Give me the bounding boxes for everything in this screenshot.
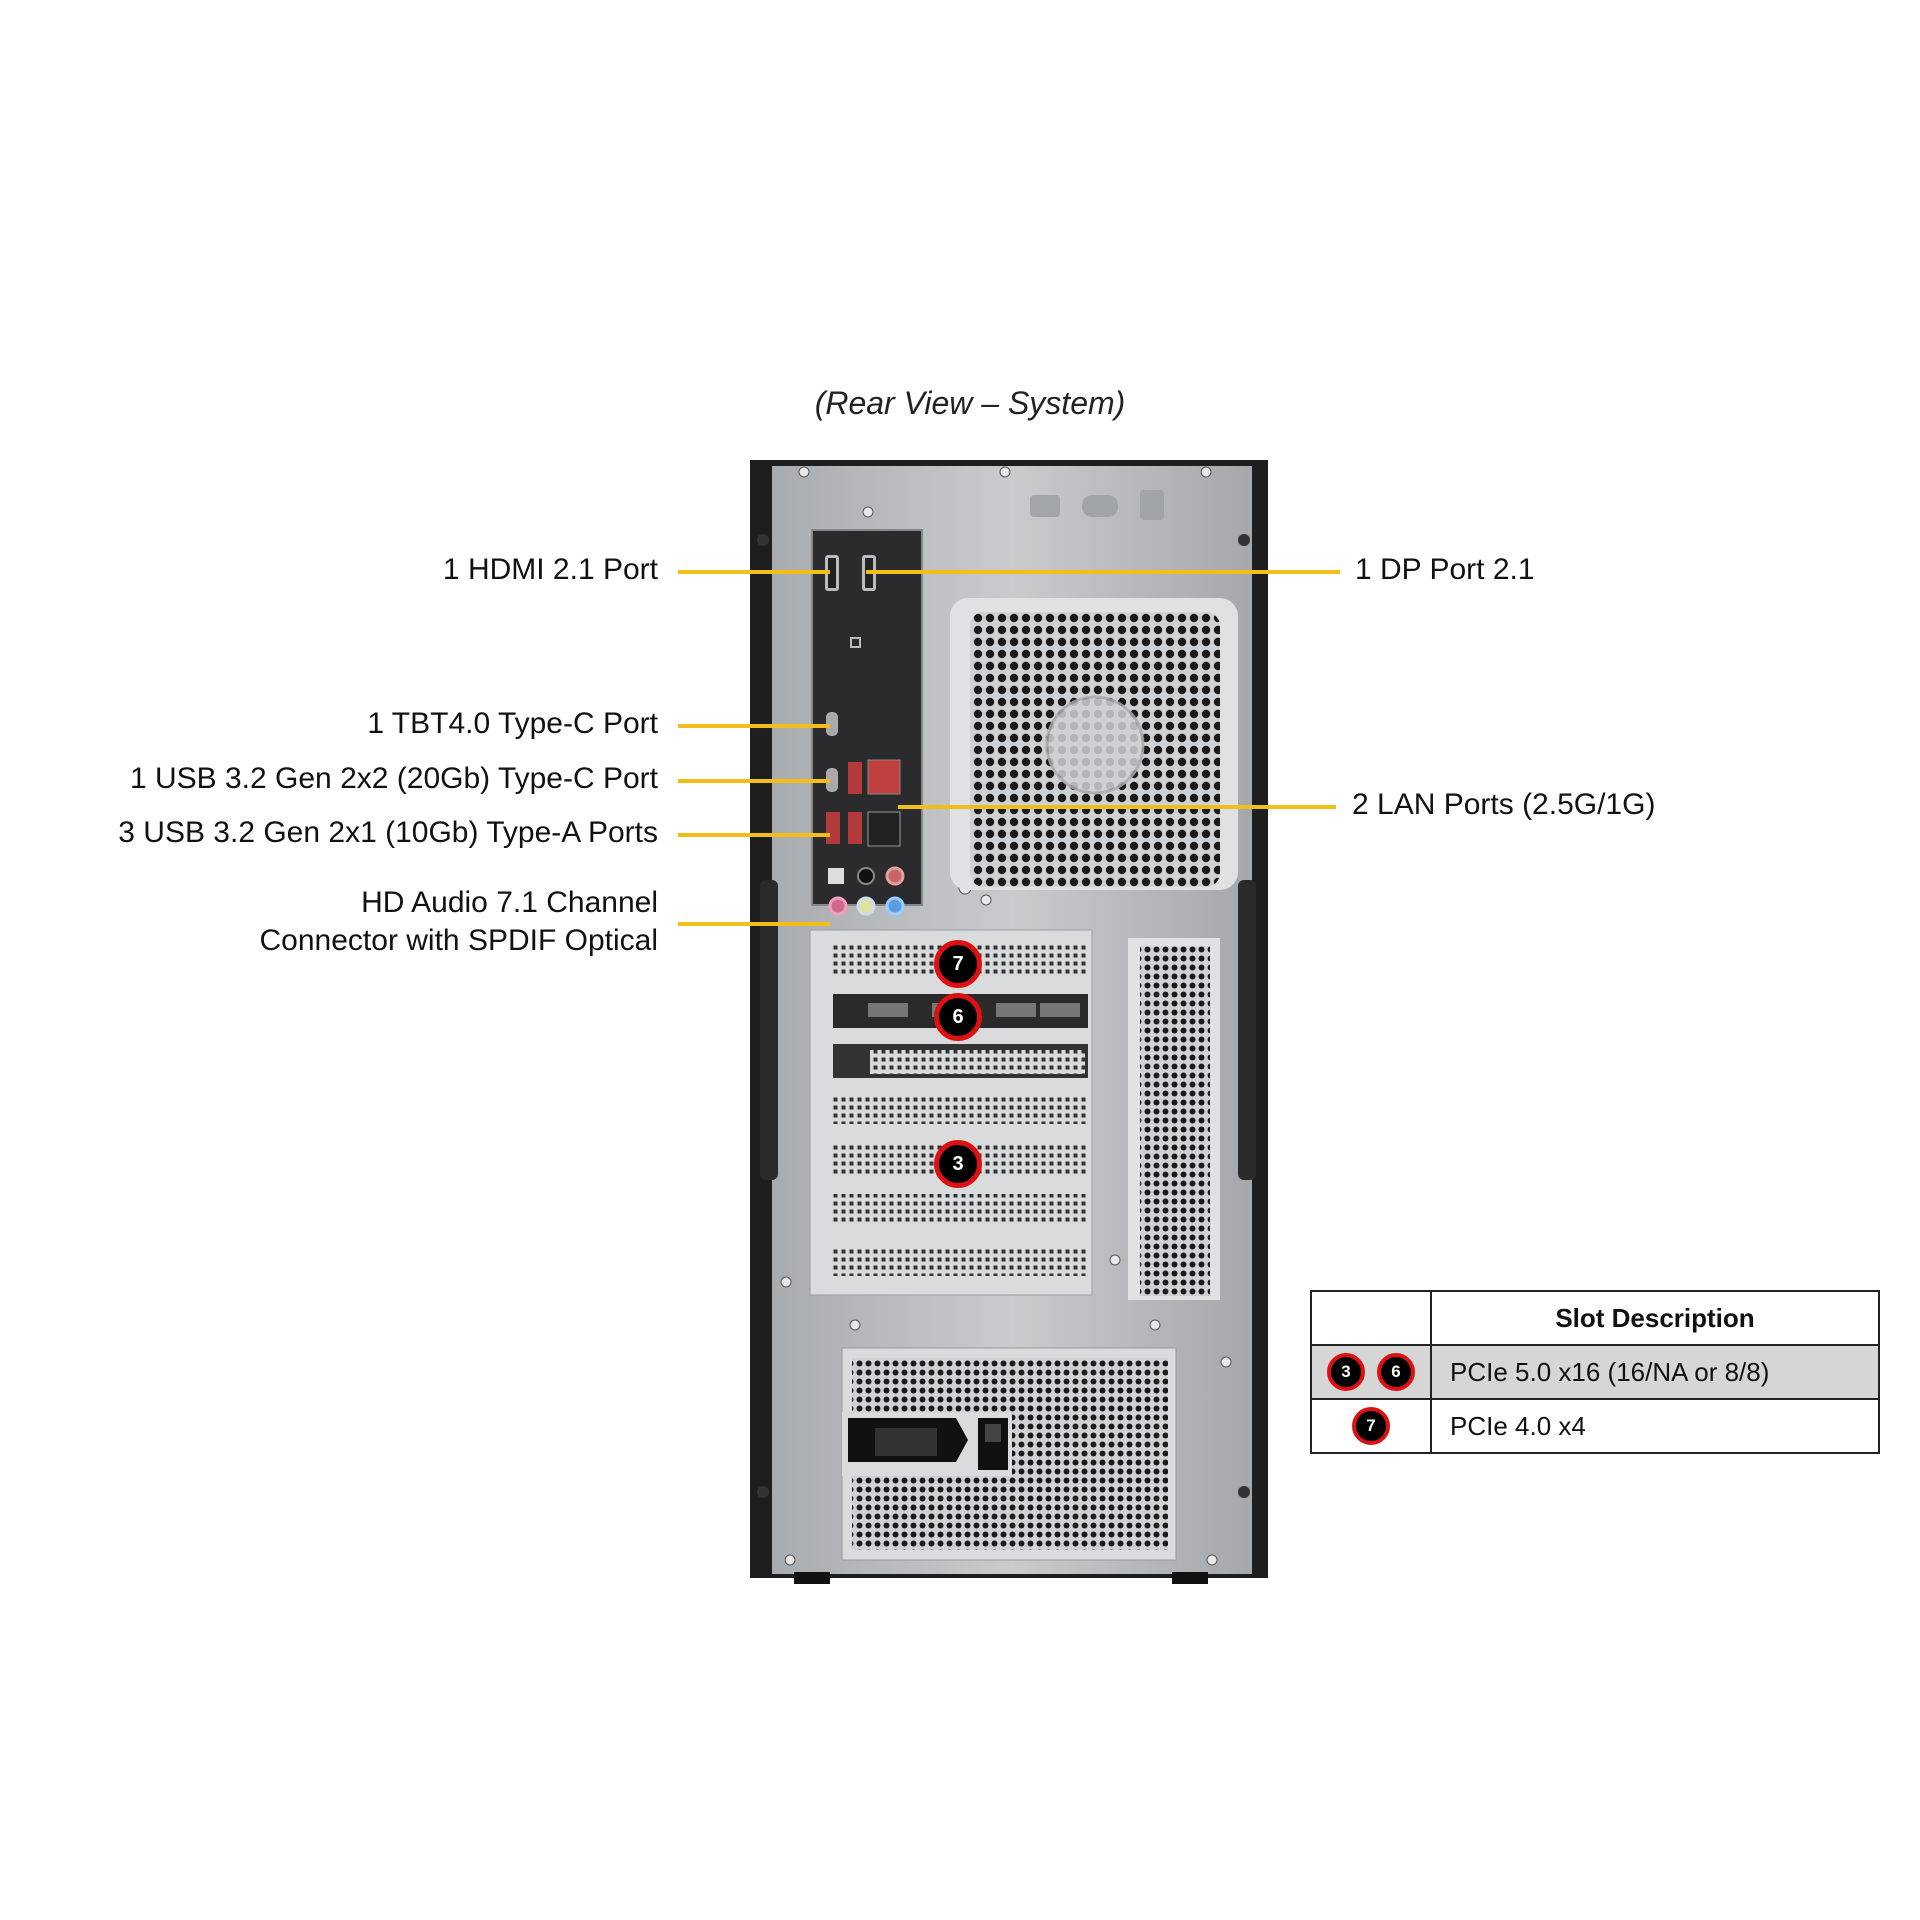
lan-leader: [898, 805, 1336, 809]
usb-c-leader: [678, 779, 830, 783]
tbt-label: 1 TBT4.0 Type-C Port: [367, 707, 658, 740]
table-row: 7 PCIe 4.0 x4: [1310, 1398, 1880, 1454]
table-slot-badge: 6: [1377, 1353, 1415, 1391]
table-slot-description: PCIe 5.0 x16 (16/NA or 8/8): [1430, 1344, 1880, 1400]
slot-7-badge: 7: [934, 940, 982, 988]
audio-label-line2: Connector with SPDIF Optical: [259, 924, 658, 957]
audio-label-line1: HD Audio 7.1 Channel: [361, 886, 658, 919]
audio-leader: [678, 922, 830, 926]
tbt-leader: [678, 724, 830, 728]
usb-c-label: 1 USB 3.2 Gen 2x2 (20Gb) Type-C Port: [129, 762, 658, 795]
table-slot-description: PCIe 4.0 x4: [1430, 1398, 1880, 1454]
hdmi-leader: [678, 570, 830, 574]
dp-leader: [866, 570, 1340, 574]
lan-label: 2 LAN Ports (2.5G/1G): [1352, 788, 1656, 821]
slot-3-badge: 3: [934, 1140, 982, 1188]
table-header-blank: [1310, 1290, 1432, 1346]
table-header: Slot Description: [1430, 1290, 1880, 1346]
dp-label: 1 DP Port 2.1: [1355, 553, 1535, 586]
table-slot-badge: 3: [1327, 1353, 1365, 1391]
slot-6-badge: 6: [934, 993, 982, 1041]
table-slot-badge: 7: [1352, 1407, 1390, 1445]
side-vent: [1140, 946, 1210, 1296]
usb-a-leader: [678, 833, 830, 837]
usb-a-label: 3 USB 3.2 Gen 2x1 (10Gb) Type-A Ports: [118, 816, 658, 849]
hdmi-label: 1 HDMI 2.1 Port: [442, 553, 658, 586]
diagram-title: (Rear View – System): [814, 385, 1126, 421]
